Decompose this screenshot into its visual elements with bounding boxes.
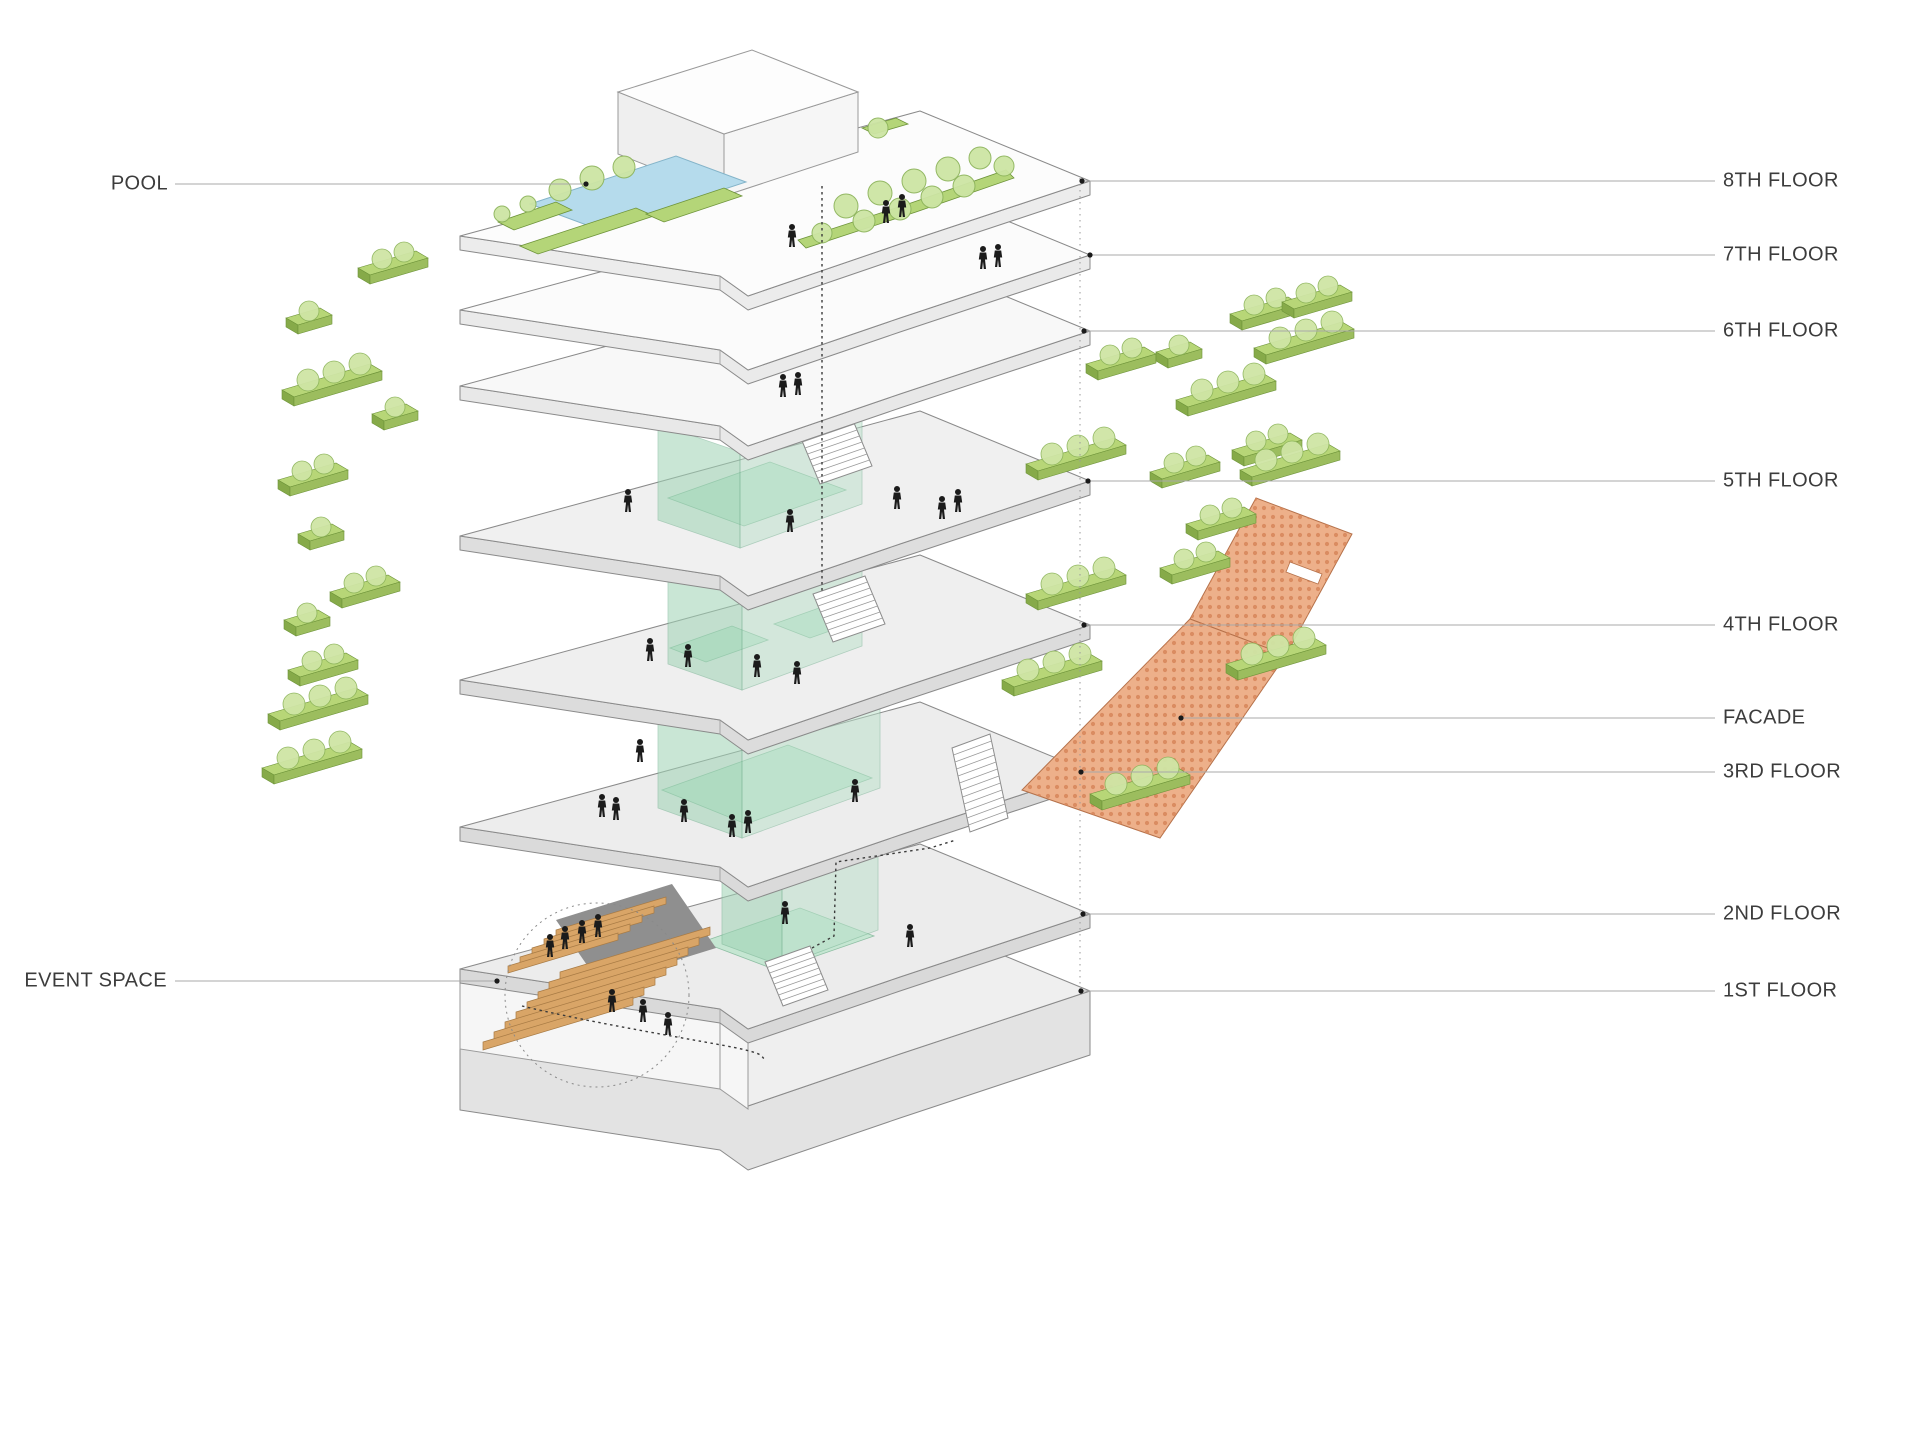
label-facade: FACADE: [1723, 706, 1806, 729]
leader-lines: [175, 178, 1715, 994]
label-6th-floor: 6TH FLOOR: [1723, 319, 1839, 342]
label-4th-floor: 4TH FLOOR: [1723, 613, 1839, 636]
label-5th-floor: 5TH FLOOR: [1723, 469, 1839, 492]
stair-icon-2nd: [764, 945, 829, 1007]
label-3rd-floor: 3RD FLOOR: [1723, 760, 1842, 783]
planter-cluster-left: [261, 241, 429, 785]
projection-guides: [521, 178, 1081, 1061]
label-event-space: EVENT SPACE: [24, 969, 167, 992]
label-pool: POOL: [110, 172, 168, 195]
label-1st-floor: 1ST FLOOR: [1723, 979, 1838, 1002]
label-2nd-floor: 2ND FLOOR: [1723, 902, 1842, 925]
atrium-shaft-4-3: [657, 691, 881, 839]
facade-panel: [1021, 497, 1353, 839]
label-7th-floor: 7TH FLOOR: [1723, 243, 1839, 266]
stair-icon-3rd-2nd: [951, 733, 1009, 833]
event-space-highlight-circle: [504, 902, 690, 1088]
label-8th-floor: 8TH FLOOR: [1723, 169, 1839, 192]
roof-garden: [493, 117, 1015, 255]
stair-icon-5th-4th: [812, 575, 886, 643]
